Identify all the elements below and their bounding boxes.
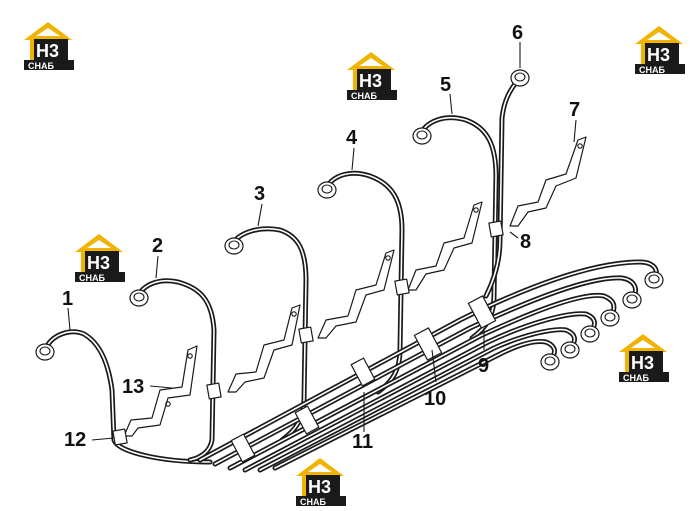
callout-2: 2 [152, 235, 163, 257]
svg-text:H3: H3 [36, 41, 59, 61]
union-nuts [35, 69, 664, 371]
svg-text:СНАБ: СНАБ [300, 497, 326, 507]
callout-12: 12 [64, 429, 86, 451]
svg-text:H3: H3 [308, 477, 331, 497]
svg-text:СНАБ: СНАБ [639, 65, 665, 75]
leader-lines [67, 42, 577, 441]
watermark-logo: H3 СНАБ [619, 334, 669, 383]
callout-1: 1 [62, 288, 73, 310]
watermark-logo: H3 СНАБ [24, 22, 74, 71]
callout-10: 10 [424, 388, 446, 410]
callout-9: 9 [478, 355, 489, 377]
svg-text:H3: H3 [631, 353, 654, 373]
line-cylinder-4 [323, 170, 405, 395]
mounting-brackets [123, 136, 587, 437]
callout-6: 6 [512, 22, 523, 44]
line-cylinder-6 [483, 77, 521, 299]
callout-7: 7 [569, 99, 580, 121]
injection-lines [43, 77, 659, 473]
watermark-logo: H3 СНАБ [75, 234, 125, 283]
clamps [112, 220, 504, 463]
svg-text:СНАБ: СНАБ [351, 91, 377, 101]
rail-bundle [197, 259, 659, 473]
line-cylinder-1 [43, 329, 213, 465]
callout-11: 11 [352, 431, 373, 453]
callout-13: 13 [122, 376, 144, 398]
line-cylinder-2 [135, 278, 217, 463]
callout-8: 8 [520, 231, 531, 253]
watermark-logo: H3 СНАБ [296, 458, 346, 507]
svg-text:H3: H3 [359, 71, 382, 91]
callout-labels: 1 2 3 4 5 6 7 8 9 10 11 12 13 [62, 22, 580, 453]
svg-text:СНАБ: СНАБ [623, 373, 649, 383]
callout-4: 4 [346, 127, 358, 149]
svg-text:СНАБ: СНАБ [28, 61, 54, 71]
watermark-logo: H3 СНАБ [635, 26, 685, 75]
svg-text:H3: H3 [647, 45, 670, 65]
watermark-logo: H3 СНАБ [347, 52, 397, 101]
callout-3: 3 [254, 183, 265, 205]
svg-text:СНАБ: СНАБ [79, 273, 105, 283]
svg-text:H3: H3 [87, 253, 110, 273]
callout-5: 5 [440, 74, 451, 96]
